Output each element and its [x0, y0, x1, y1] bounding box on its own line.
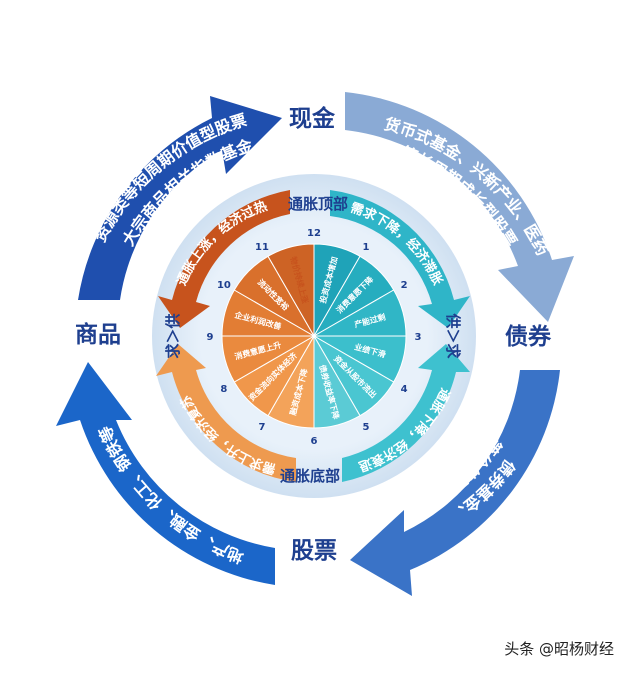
arc-overheating	[158, 190, 290, 328]
ring-labels: 通胀顶部 通胀底部 供＞求 求＞供	[164, 195, 462, 485]
arrow-commodities-to-cash	[78, 96, 282, 300]
clock-number: 9	[207, 332, 214, 343]
arc-recession	[342, 344, 470, 482]
clock-number: 10	[217, 280, 231, 291]
label-demand-gt-supply: 求＞供	[164, 313, 182, 358]
label-supply-gt-demand: 供＞求	[444, 312, 462, 359]
watermark: 头条 @昭杨财经	[504, 640, 614, 658]
arc-recovery	[156, 344, 296, 482]
label-cash: 现金	[289, 105, 336, 132]
label-bonds: 债券	[505, 323, 552, 350]
clock-number: 7	[259, 422, 266, 433]
clock-number: 11	[255, 242, 269, 253]
label-commodities: 商品	[75, 321, 121, 348]
sector-price-rise	[267, 243, 315, 338]
clock-number: 5	[363, 422, 370, 433]
label-stocks: 股票	[291, 538, 337, 564]
asset-labels: 现金 债券 股票 商品	[75, 105, 552, 564]
clock-number: 4	[401, 384, 408, 395]
arrow-bonds-to-stocks	[350, 370, 560, 596]
clock-number: 6	[311, 436, 318, 447]
label-inflation-top: 通胀顶部	[288, 195, 348, 213]
label-inflation-bottom: 通胀底部	[280, 467, 340, 485]
arc-stagflation	[330, 190, 470, 328]
outer-arrows	[56, 92, 574, 596]
arrow-cash-to-bonds	[345, 92, 574, 322]
phase-arcs	[156, 190, 470, 482]
clock-number: 3	[415, 332, 422, 343]
clock-pie: 投资成本增加消费意愿下降产能过剩业绩下滑资金从股市流出债券收益率下降融资成本下降…	[221, 243, 407, 429]
arrow-stocks-to-commodities	[56, 362, 275, 585]
clock-number: 8	[220, 384, 227, 395]
clock-number: 12	[307, 228, 321, 239]
clock-number: 2	[401, 280, 408, 291]
clock-number: 1	[363, 242, 370, 253]
